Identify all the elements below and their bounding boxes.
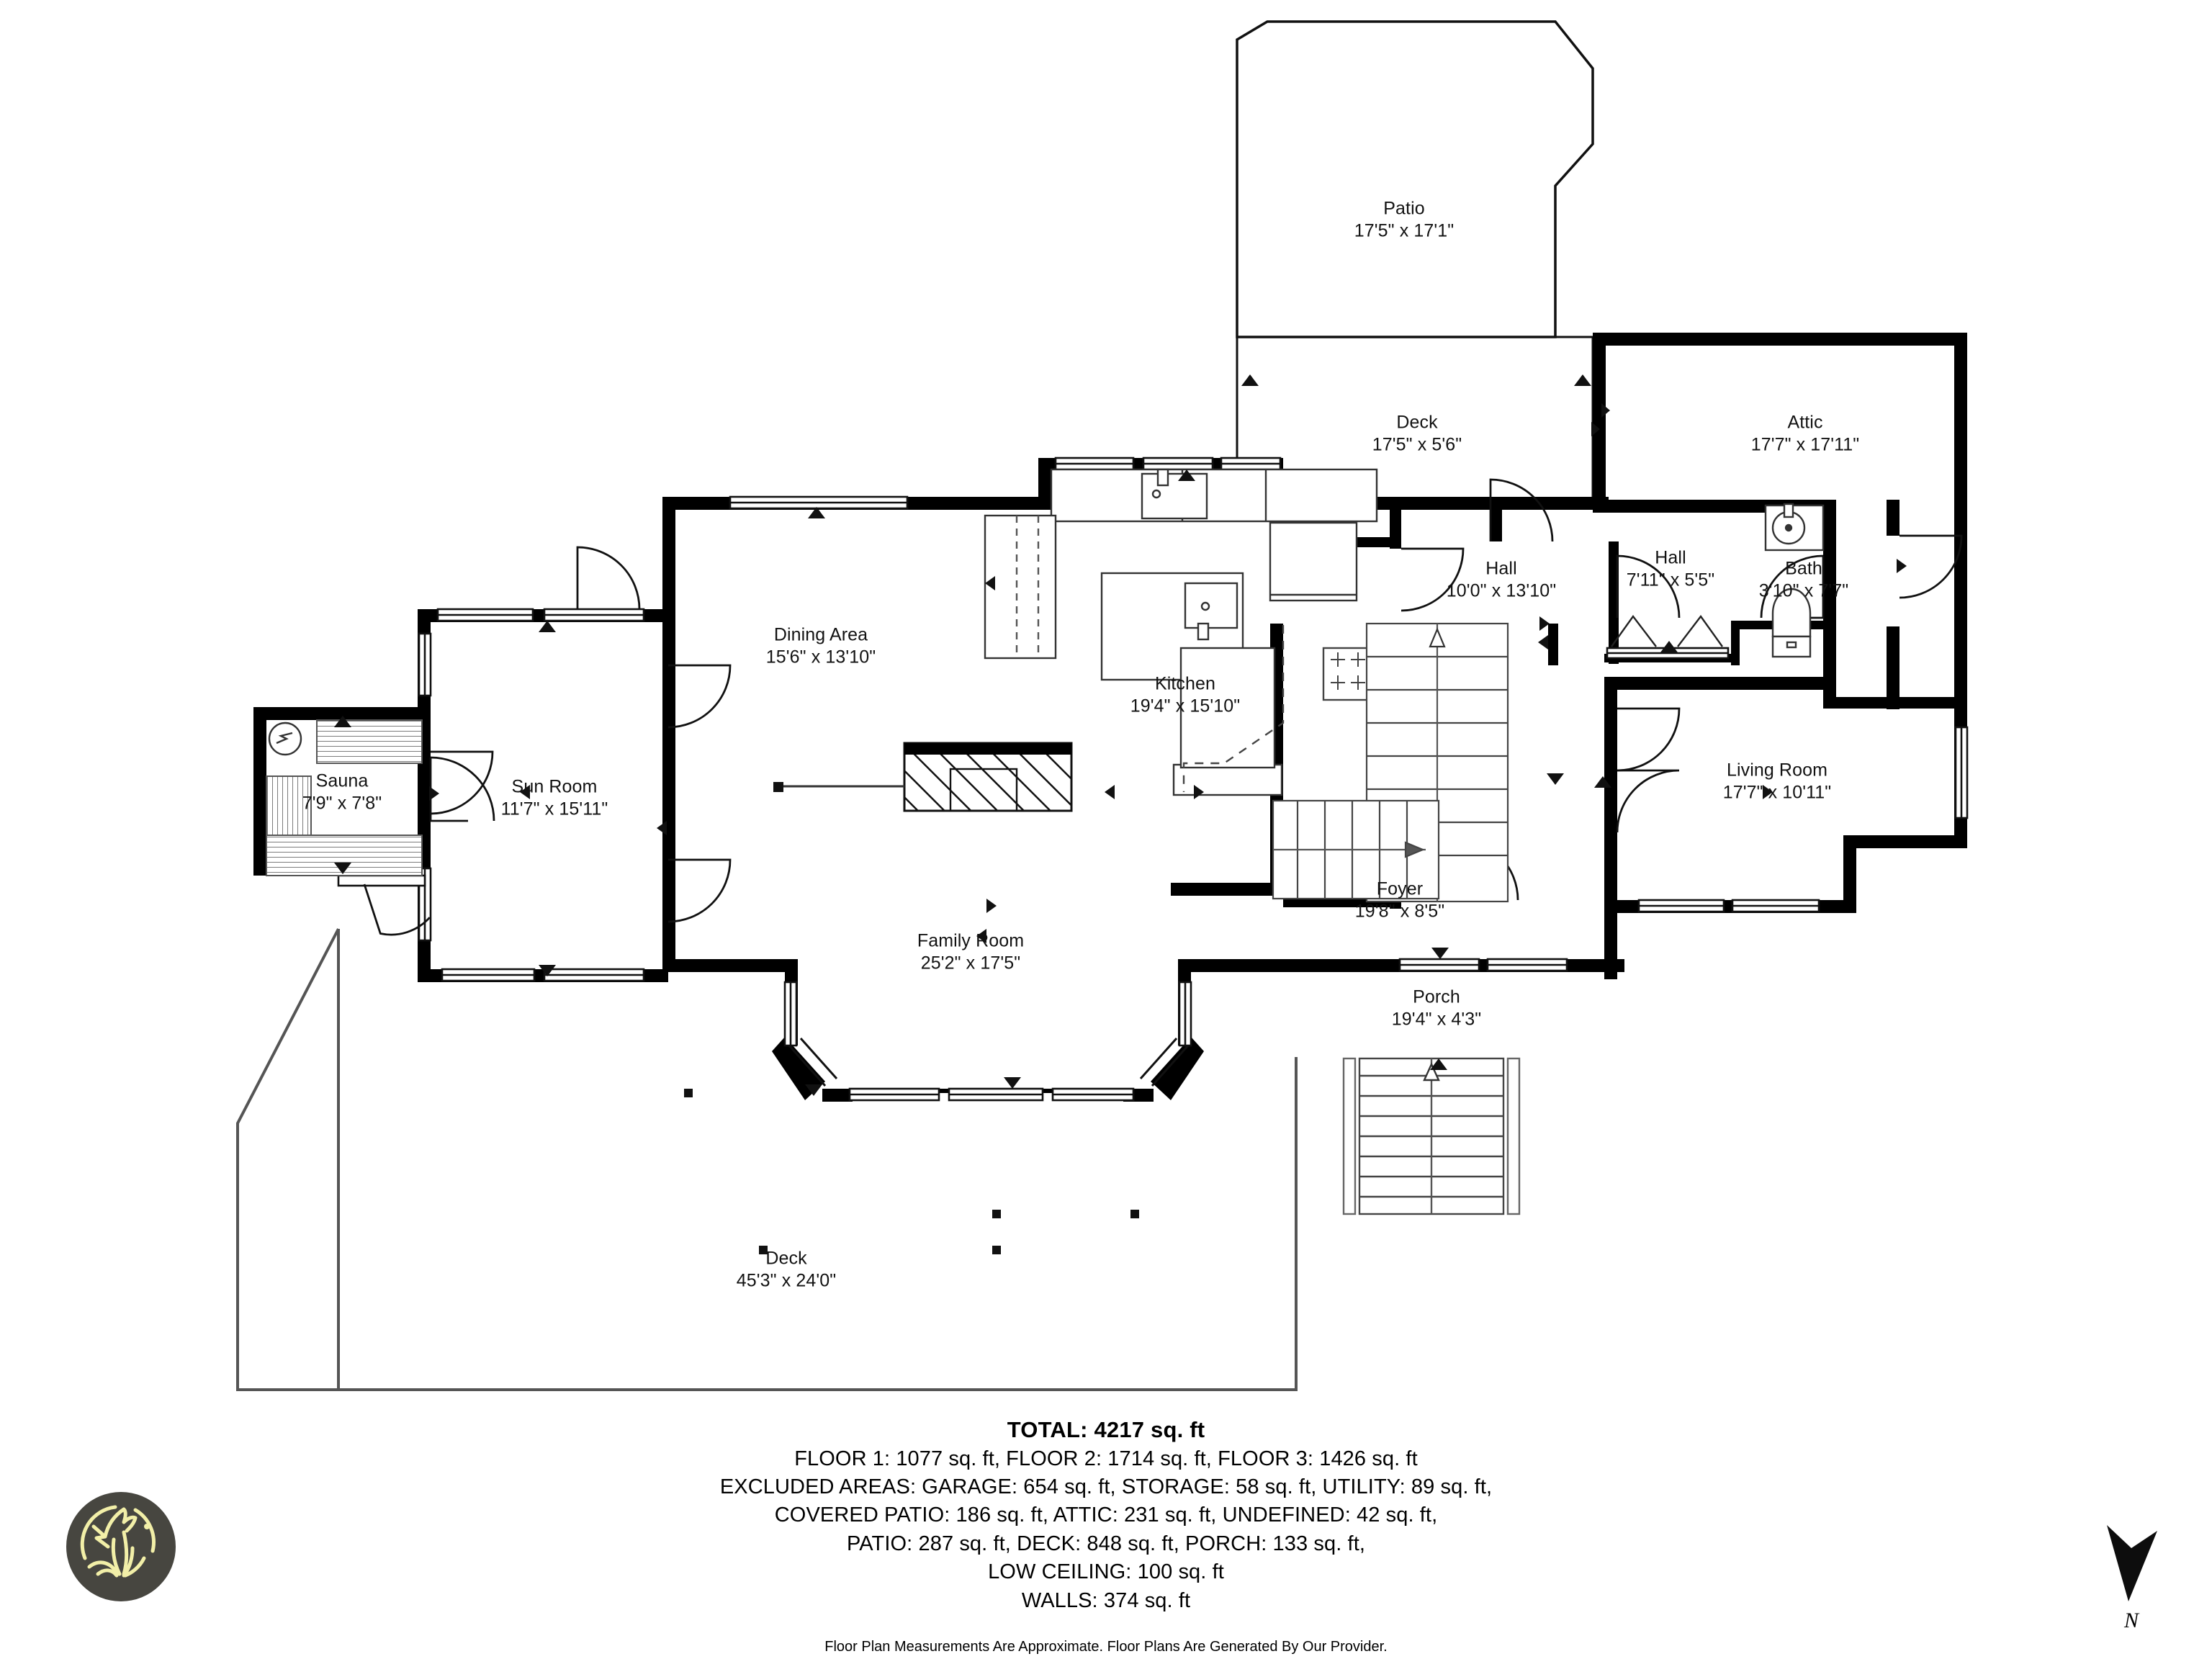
north-label: N xyxy=(2123,1609,2139,1632)
room-dimensions: 7'11" x 5'5" xyxy=(1626,570,1715,590)
room-dimensions: 45'3" x 24'0" xyxy=(736,1270,837,1290)
room-name: Deck xyxy=(765,1248,807,1269)
kitchen-fixtures xyxy=(984,468,1378,796)
summary-line-floors: FLOOR 1: 1077 sq. ft, FLOOR 2: 1714 sq. … xyxy=(794,1447,1418,1470)
room-dimensions: 15'6" x 13'10" xyxy=(765,647,876,667)
room-dimensions: 10'0" x 13'10" xyxy=(1446,580,1557,601)
fireplace xyxy=(773,742,1073,812)
room-dimensions: 17'5" x 17'1" xyxy=(1354,220,1455,240)
windows xyxy=(337,457,1969,1102)
room-label-living-room: Living Room 17'7" x 10'11" xyxy=(1723,760,1832,804)
room-dimensions: 19'8" x 8'5" xyxy=(1354,901,1445,921)
room-name: Hall xyxy=(1485,558,1517,579)
north-indicator: N xyxy=(2088,1503,2175,1633)
room-dimensions: 7'9" x 7'8" xyxy=(302,793,382,813)
room-dimensions: 11'7" x 15'11" xyxy=(500,799,608,819)
room-name: Patio xyxy=(1383,198,1425,219)
room-label-deck-upper: Deck 17'5" x 5'6" xyxy=(1372,412,1462,456)
room-dimensions: 17'7" x 10'11" xyxy=(1722,782,1832,802)
room-name: Attic xyxy=(1787,412,1823,433)
ceiling-indicators xyxy=(1611,614,1723,652)
room-name: Porch xyxy=(1413,986,1460,1007)
disclaimer-text: Floor Plan Measurements Are Approximate.… xyxy=(824,1639,1388,1655)
main-exterior-walls xyxy=(253,333,1967,1102)
room-label-dining-area: Dining Area 15'6" x 13'10" xyxy=(766,624,876,668)
room-label-hall-left: Hall 10'0" x 13'10" xyxy=(1447,558,1556,602)
deck-lower-outline xyxy=(236,928,1298,1391)
summary-line-covered-patio: COVERED PATIO: 186 sq. ft, ATTIC: 231 sq… xyxy=(774,1503,1438,1527)
room-label-hall-right: Hall 7'11" x 5'5" xyxy=(1627,547,1715,591)
room-dimensions: 19'4" x 4'3" xyxy=(1391,1009,1482,1029)
summary-line-excluded: EXCLUDED AREAS: GARAGE: 654 sq. ft, STOR… xyxy=(719,1475,1493,1498)
room-dimensions: 25'2" x 17'5" xyxy=(920,953,1021,973)
room-dimensions: 3'10" x 7'7" xyxy=(1758,580,1849,601)
doors xyxy=(363,478,1963,936)
area-summary: TOTAL: 4217 sq. ft FLOOR 1: 1077 sq. ft,… xyxy=(0,1415,2212,1657)
room-name: Bath xyxy=(1785,558,1822,579)
room-label-bath: Bath 3'10" x 7'7" xyxy=(1759,558,1848,602)
room-label-attic: Attic 17'7" x 17'11" xyxy=(1751,412,1860,456)
sauna-fixtures xyxy=(266,719,423,876)
room-label-family-room: Family Room 25'2" x 17'5" xyxy=(917,930,1024,974)
room-label-sun-room: Sun Room 11'7" x 15'11" xyxy=(501,776,608,820)
room-dimensions: 17'7" x 17'11" xyxy=(1750,434,1860,454)
room-name: Dining Area xyxy=(773,624,868,645)
summary-line-walls: WALLS: 374 sq. ft xyxy=(1021,1588,1191,1612)
room-name: Deck xyxy=(1396,412,1438,433)
room-dimensions: 19'4" x 15'10" xyxy=(1130,696,1241,716)
summary-line-low-ceiling: LOW CEILING: 100 sq. ft xyxy=(988,1560,1224,1584)
room-label-kitchen: Kitchen 19'4" x 15'10" xyxy=(1130,673,1240,717)
room-name: Hall xyxy=(1655,547,1686,568)
room-name: Living Room xyxy=(1726,760,1828,781)
room-name: Sauna xyxy=(315,770,369,791)
level-markers xyxy=(334,403,1907,1096)
room-name: Foyer xyxy=(1376,878,1424,899)
bath-fixtures xyxy=(1764,503,1825,658)
room-name: Kitchen xyxy=(1154,673,1216,694)
summary-line-patio-deck-porch: PATIO: 287 sq. ft, DECK: 848 sq. ft, POR… xyxy=(846,1532,1366,1555)
provider-logo xyxy=(66,1492,176,1601)
north-arrow-icon xyxy=(2107,1525,2157,1601)
stairs-interior xyxy=(1272,622,1509,903)
room-label-porch: Porch 19'4" x 4'3" xyxy=(1392,986,1481,1030)
total-area: TOTAL: 4217 sq. ft xyxy=(1007,1417,1205,1442)
room-label-sauna: Sauna 7'9" x 7'8" xyxy=(302,770,382,814)
room-label-deck-lower: Deck 45'3" x 24'0" xyxy=(737,1248,836,1292)
room-name: Family Room xyxy=(917,930,1025,951)
room-label-patio: Patio 17'5" x 17'1" xyxy=(1354,198,1454,242)
stairs-exterior xyxy=(1342,1057,1521,1215)
room-label-foyer: Foyer 19'8" x 8'5" xyxy=(1355,878,1444,922)
room-name: Sun Room xyxy=(511,776,598,797)
room-dimensions: 17'5" x 5'6" xyxy=(1372,434,1462,454)
